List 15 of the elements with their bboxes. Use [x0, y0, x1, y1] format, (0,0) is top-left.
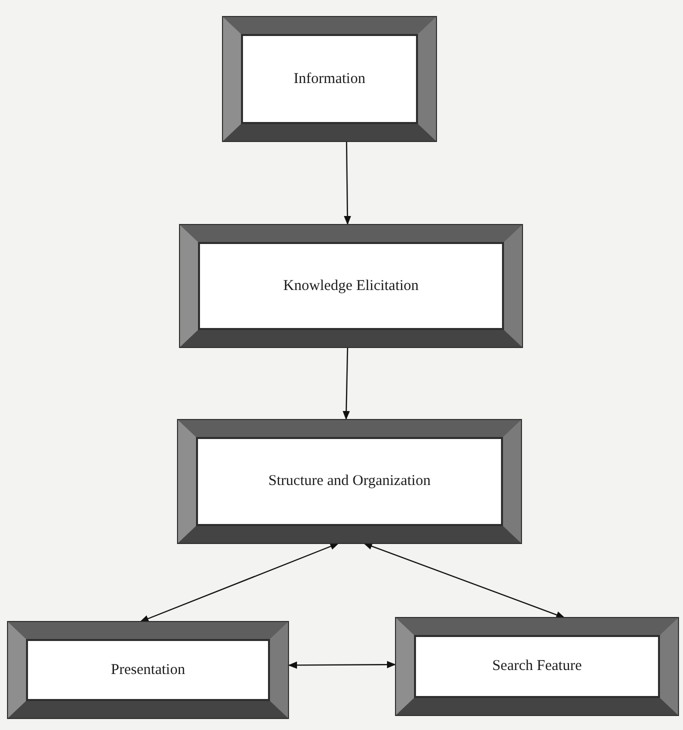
- arrow: [363, 542, 566, 619]
- beveled-box: [396, 618, 678, 715]
- arrow: [342, 346, 350, 420]
- box-label: Structure and Organization: [267, 473, 432, 490]
- beveled-box: [223, 17, 436, 141]
- box-label: Search Feature: [491, 658, 583, 675]
- beveled-box: [180, 225, 522, 347]
- arrow: [139, 542, 340, 623]
- box-label: Knowledge Elicitation: [282, 278, 420, 294]
- box-label: Presentation: [110, 662, 186, 678]
- beveled-box: [8, 622, 288, 718]
- box-label: Information: [292, 70, 366, 88]
- arrow: [288, 661, 396, 669]
- arrow: [344, 141, 352, 225]
- beveled-box: [178, 420, 521, 543]
